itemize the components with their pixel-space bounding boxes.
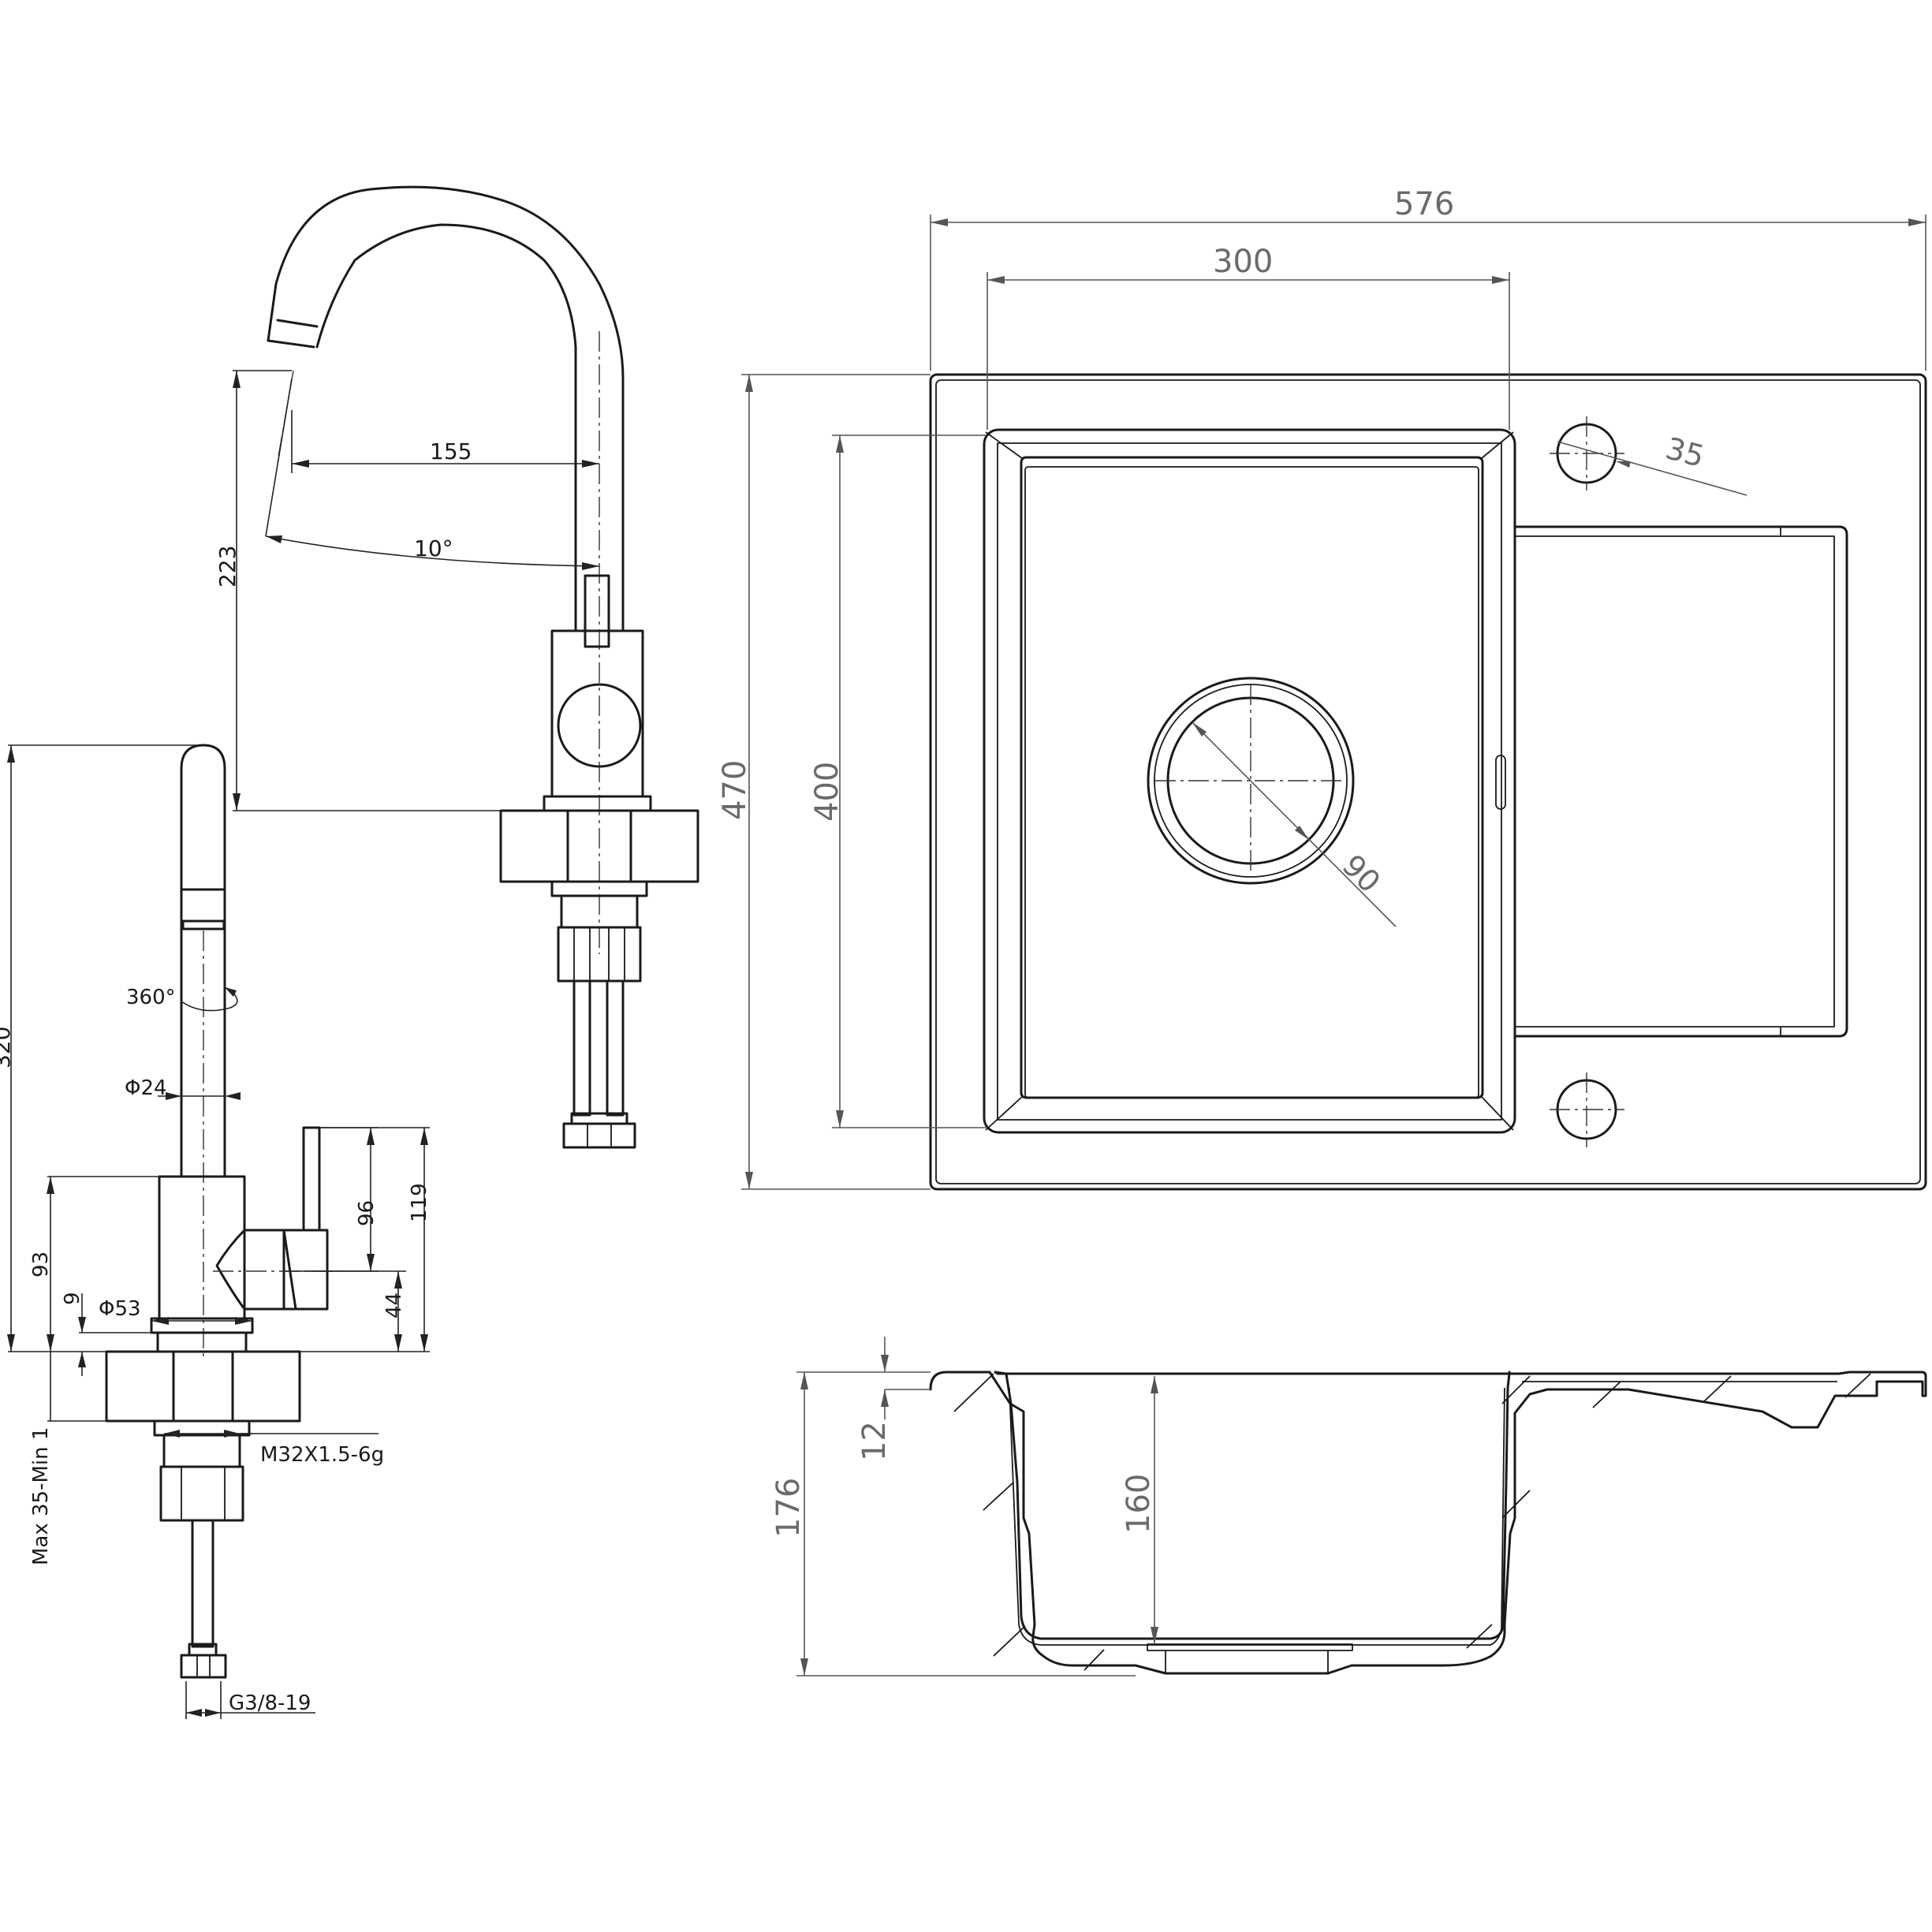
supply-hose-right <box>606 979 625 1117</box>
handle-height-label: 96 <box>355 1200 379 1226</box>
sink-section-dimensions: 176 160 12 <box>770 1337 1158 1677</box>
faucet-front-dimensions: 320 360° Φ24 96 119 44 93 9 <box>0 744 431 1719</box>
handle-top-label: 119 <box>408 1183 431 1222</box>
base-diameter-label: Φ53 <box>99 1297 141 1321</box>
front-hose-connector <box>180 1654 227 1679</box>
handle-cone <box>215 1229 285 1311</box>
body-diameter-label: Φ24 <box>125 1076 167 1100</box>
supply-hose-left <box>573 979 591 1117</box>
lever-offset-label: 44 <box>382 1292 406 1318</box>
drain-section <box>1147 1643 1353 1651</box>
handle-stem-front <box>302 1126 321 1232</box>
hose-connector <box>562 1122 636 1149</box>
bowl-inner-wall <box>994 1371 1511 1640</box>
bowl-floor <box>1020 456 1484 1099</box>
sink-top-dimensions: 576 300 470 400 <box>717 186 1926 1190</box>
front-supply-hose <box>191 1519 214 1648</box>
bowl-width-label: 300 <box>1213 244 1273 280</box>
countertop-front-left <box>105 1350 175 1423</box>
overall-width-label: 576 <box>1394 186 1454 222</box>
gooseneck-outer <box>267 185 625 632</box>
sink-outline-inner <box>935 379 1921 1184</box>
tap-hole-diameter-label: 35 <box>1662 431 1708 474</box>
countertop-right <box>629 809 699 883</box>
fixing-shank <box>557 926 642 983</box>
drain-diameter-label: 90 <box>1336 848 1387 899</box>
sink-section-view <box>929 1371 1927 1675</box>
gooseneck-inner <box>315 223 577 632</box>
faucet-body <box>550 629 644 798</box>
sink-top-view: 90 35 <box>929 373 1927 1191</box>
swing-angle-label: 10° <box>414 535 453 561</box>
faucet-base <box>543 795 652 812</box>
bowl-depth-label: 400 <box>809 762 845 822</box>
aerator-ring <box>180 888 226 931</box>
bowl-floor-inner <box>1024 466 1479 1098</box>
faucet-front-view <box>105 744 339 1679</box>
hose-connection-label: G3/8-19 <box>229 1691 311 1715</box>
thread-label: M32X1.5-6g <box>260 1443 384 1467</box>
drainboard <box>1513 525 1848 1038</box>
faucet-lever <box>584 574 610 648</box>
countertop-left <box>499 809 569 883</box>
countertop-label: Max 35-Min 1 <box>29 1427 53 1565</box>
countertop-front-right <box>231 1350 301 1423</box>
rotation-arrow <box>181 987 238 1012</box>
faucet-side-view <box>267 185 699 1149</box>
base-height-label: 9 <box>61 1292 84 1305</box>
height-total-label: 176 <box>770 1478 807 1538</box>
bowl-slope-line <box>997 442 1502 1121</box>
rim-thickness-label: 12 <box>856 1421 893 1461</box>
overall-depth-label: 470 <box>717 760 753 820</box>
body-height-label: 93 <box>29 1251 53 1277</box>
sink-outline <box>929 373 1927 1191</box>
front-shank <box>159 1465 244 1522</box>
overflow-slot <box>1495 755 1506 810</box>
faucet-side-dimensions: 155 10° 223 <box>214 370 600 811</box>
drain-outer <box>1147 677 1355 885</box>
faucet-column <box>180 744 226 1178</box>
sink-section-outline <box>929 1371 1927 1675</box>
bowl-rim <box>983 428 1516 1134</box>
spout-height-label: 223 <box>214 546 241 587</box>
bowl-height-label: 160 <box>1121 1474 1157 1534</box>
total-height-label: 320 <box>0 1027 15 1069</box>
faucet-handle-knob <box>557 683 642 768</box>
rotation-label: 360° <box>126 986 176 1009</box>
reach-label: 155 <box>430 438 472 464</box>
faucet-front-body <box>158 1175 246 1320</box>
